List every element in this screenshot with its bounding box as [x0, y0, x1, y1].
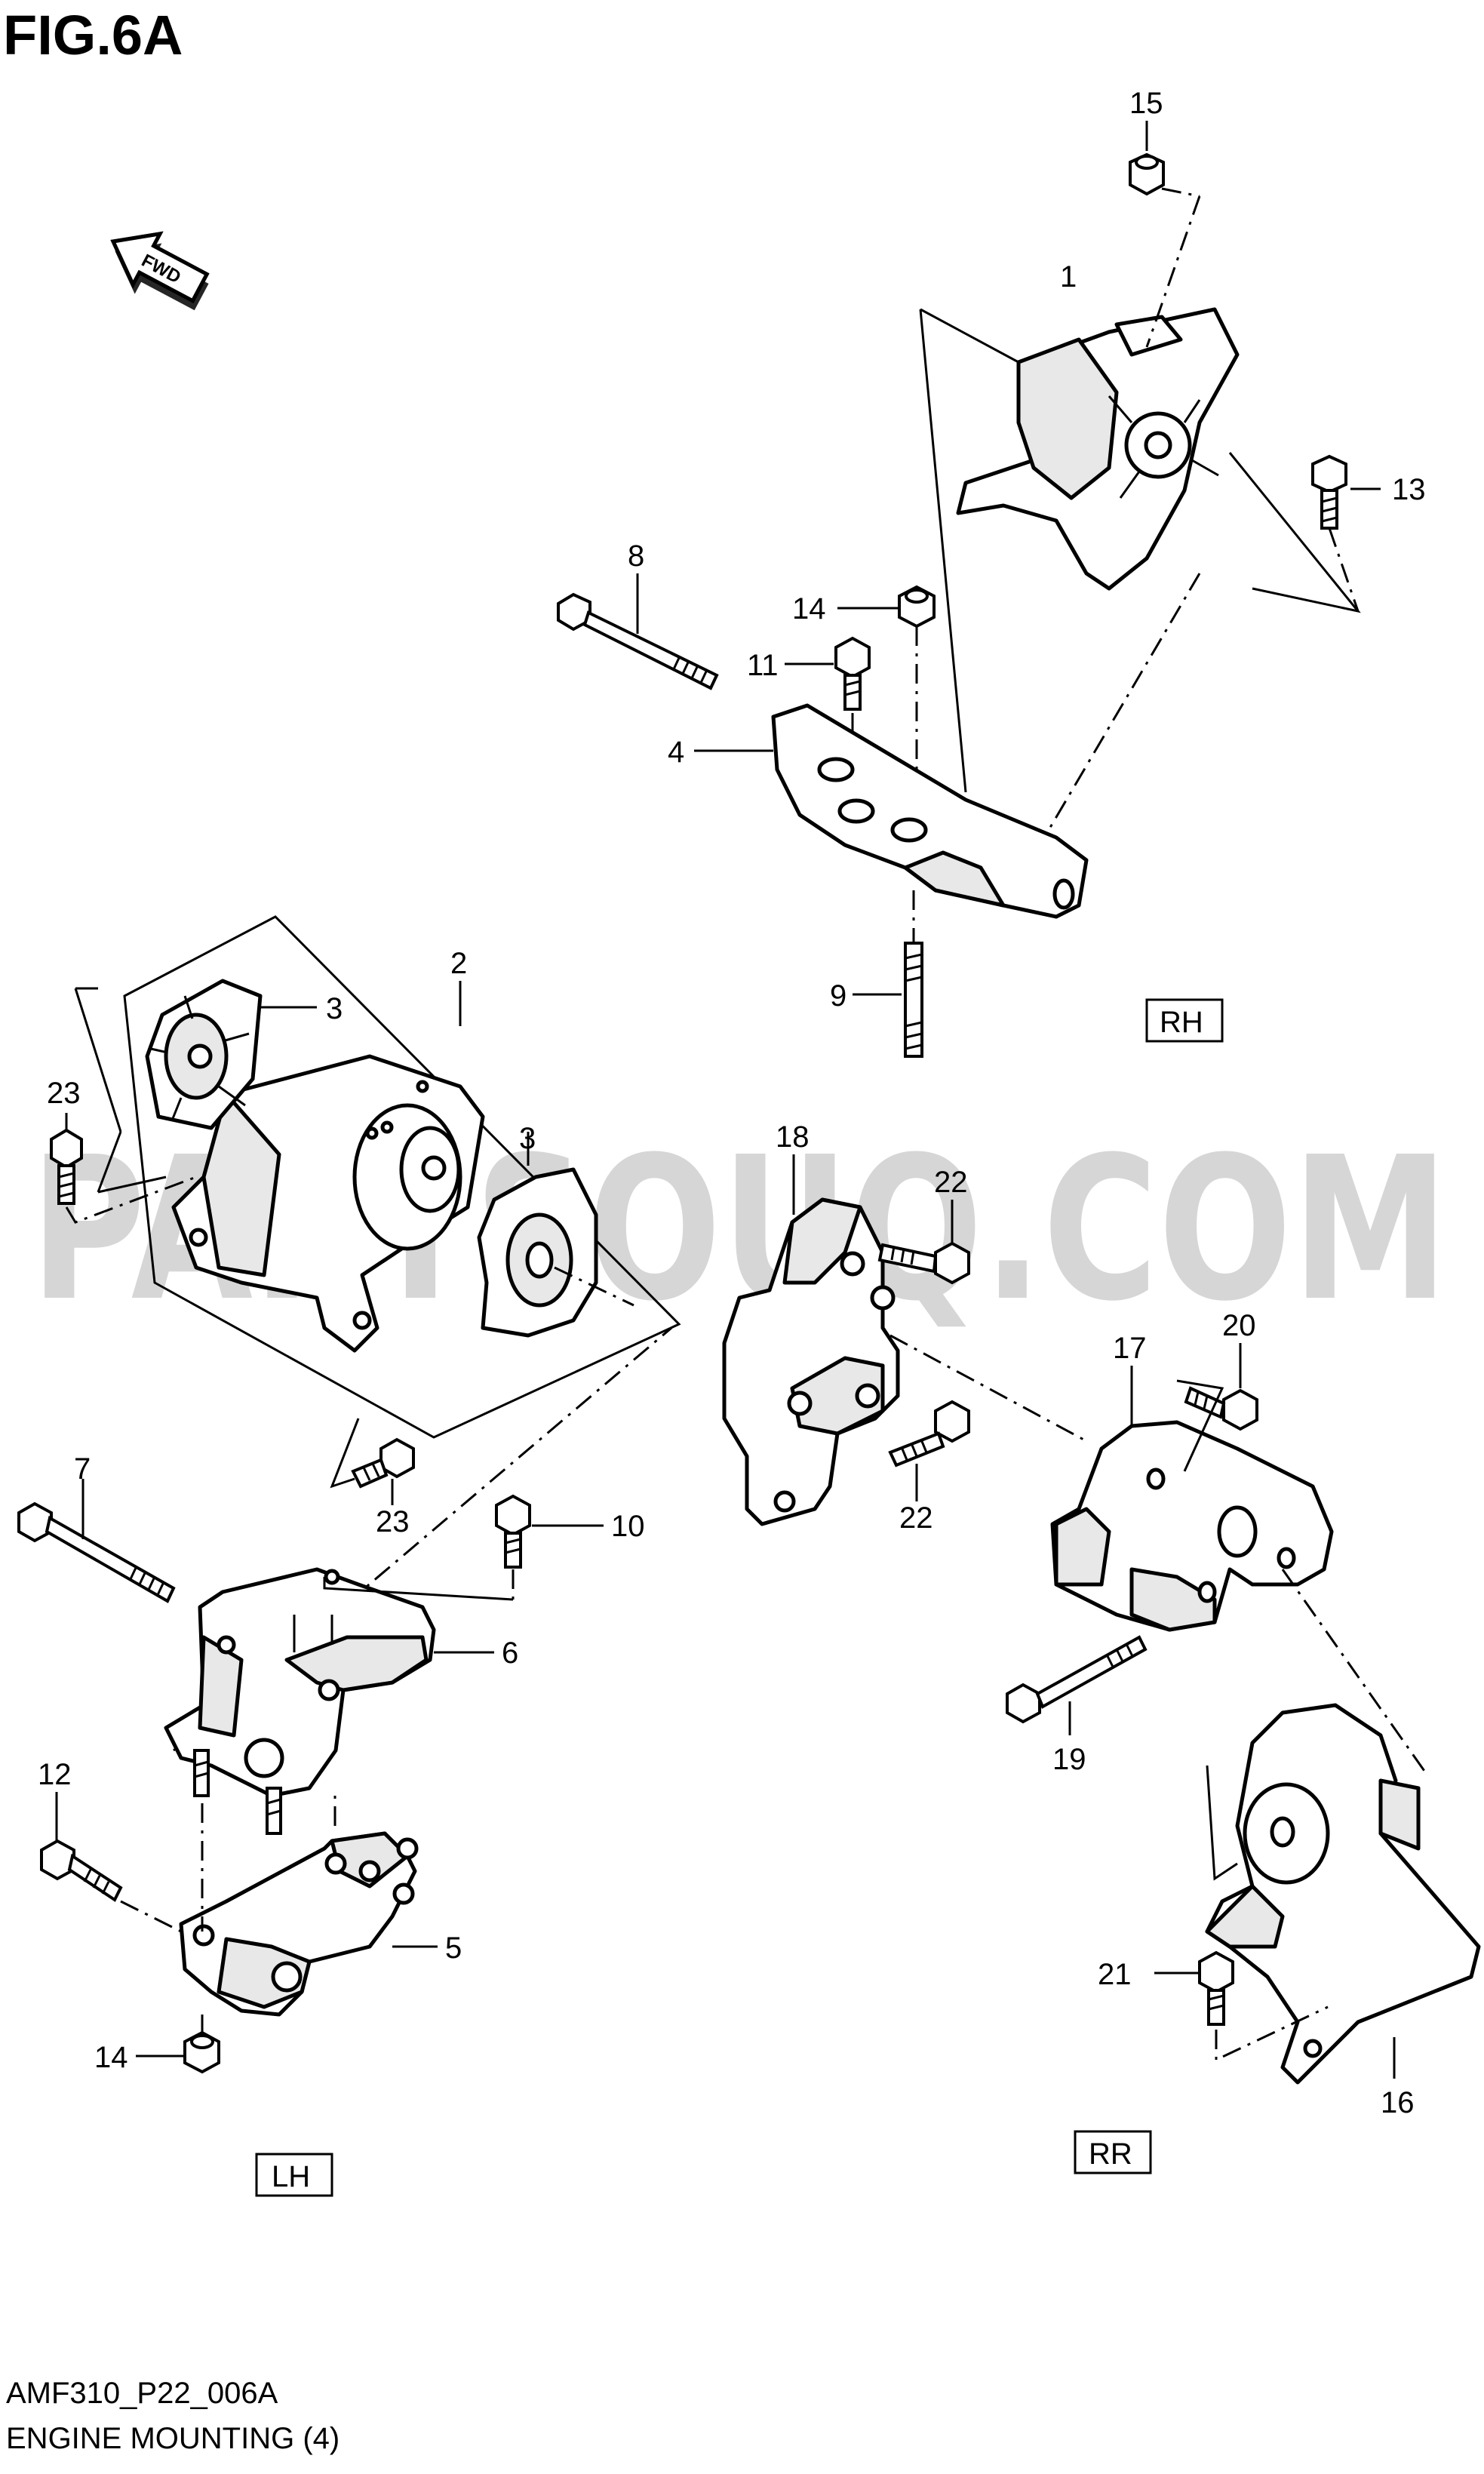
part-17-guide — [1176, 1379, 1224, 1472]
part-6-studs — [193, 1749, 282, 1835]
callout-1: 1 — [1060, 260, 1077, 293]
part-16-guide — [1206, 1765, 1238, 1881]
bolt-12-axis-line — [120, 1900, 182, 1933]
part-18-rear-bracket — [722, 1197, 900, 1526]
callout-18: 18 — [776, 1120, 810, 1154]
region-label-rh: RH — [1145, 998, 1224, 1043]
callout-23-lower: 23 — [376, 1505, 410, 1538]
part-14-lower-nut — [183, 2030, 220, 2074]
region-lh-text: LH — [272, 2160, 310, 2193]
part-13-bolt — [1311, 454, 1347, 530]
part-23-lower-bolt — [351, 1437, 415, 1489]
part-2-box-left-edge — [74, 988, 122, 1133]
part-16-rear-engine-mount — [1205, 1703, 1481, 2085]
callout-12: 12 — [38, 1758, 72, 1791]
dampener-3-axis-line — [554, 1266, 634, 1307]
region-label-rr: RR — [1074, 2130, 1152, 2174]
bolt-23-lower-guide — [330, 1418, 360, 1489]
callout-14-lower: 14 — [94, 2041, 128, 2074]
part-3-upper-dampener — [145, 979, 263, 1130]
figure-title: FIG.6A — [3, 4, 183, 66]
callout-10: 10 — [611, 1510, 645, 1543]
part-8-bolt — [557, 592, 719, 690]
bolt-23-upper-axis-line — [65, 1176, 197, 1224]
region-label-lh: LH — [255, 2153, 333, 2197]
callout-15: 15 — [1129, 87, 1163, 120]
footer-code: AMF310_P22_006A — [6, 2377, 278, 2410]
part-14-upper-nut — [898, 585, 936, 628]
callout-20: 20 — [1222, 1309, 1256, 1342]
callout-16: 16 — [1381, 2086, 1415, 2119]
part-21-bolt — [1198, 1950, 1234, 2026]
callout-11: 11 — [747, 649, 779, 682]
part-2-lh-engine-mount — [171, 1054, 485, 1353]
part-1-center-line — [1145, 195, 1201, 348]
callout-19: 19 — [1052, 1743, 1086, 1776]
part-22-lower-bolt — [888, 1400, 970, 1467]
bracket-17-axis-line — [1281, 1569, 1427, 1774]
nut-15-axis-line — [1161, 187, 1200, 198]
part-6-guide — [323, 1577, 514, 1601]
bolt-10-axis-line — [173, 1326, 672, 1752]
callout-5: 5 — [445, 1932, 462, 1965]
bolt-13-axis-line — [1328, 527, 1360, 612]
callout-3-upper: 3 — [326, 992, 343, 1025]
part-2-box-outline — [123, 915, 681, 1439]
part-1-rh-engine-mount — [956, 307, 1240, 591]
part-2-box-left-edge-lower — [75, 987, 167, 1194]
region-rh-text: RH — [1160, 1006, 1203, 1039]
part-5-lh-lower-bracket — [179, 1831, 419, 2017]
callout-22-lower: 22 — [899, 1501, 933, 1535]
callout-17: 17 — [1113, 1332, 1147, 1365]
part-12-bolt — [40, 1839, 123, 1902]
callout-13: 13 — [1392, 473, 1426, 506]
part-3-lower-dampener — [477, 1167, 598, 1338]
part-19-bolt — [1006, 1635, 1148, 1724]
fwd-arrow-icon: FWD — [110, 231, 210, 311]
part-17-rear-mount-bracket — [1050, 1420, 1334, 1632]
part-7-bolt — [17, 1501, 176, 1603]
part-1-outline-left — [919, 308, 1019, 793]
callout-2: 2 — [450, 947, 467, 980]
callout-4: 4 — [668, 736, 684, 769]
callout-14-upper: 14 — [792, 592, 826, 625]
part-9-stud — [904, 942, 923, 1058]
callout-23-upper: 23 — [47, 1077, 81, 1110]
bracket-18-axis-line — [889, 1334, 1087, 1443]
callout-8: 8 — [628, 539, 644, 573]
callout-7: 7 — [74, 1452, 91, 1486]
part-1-to-bracket-line — [1047, 573, 1201, 831]
bolt-21-axis-line — [1215, 2005, 1329, 2062]
part-11-bolt — [834, 636, 871, 711]
part-10-bolt — [495, 1494, 531, 1569]
part-4-rh-bracket — [771, 703, 1089, 919]
part-20-bolt — [1184, 1386, 1258, 1431]
callout-21: 21 — [1098, 1958, 1132, 1991]
callout-6: 6 — [502, 1637, 518, 1670]
footer-caption: ENGINE MOUNTING (4) — [6, 2422, 340, 2455]
part-6-lh-bracket — [164, 1567, 436, 1798]
region-rr-text: RR — [1089, 2137, 1132, 2171]
callout-22-upper: 22 — [934, 1166, 968, 1199]
part-15-nut — [1129, 152, 1165, 196]
callout-9: 9 — [830, 979, 846, 1013]
callout-3-lower: 3 — [519, 1122, 536, 1155]
